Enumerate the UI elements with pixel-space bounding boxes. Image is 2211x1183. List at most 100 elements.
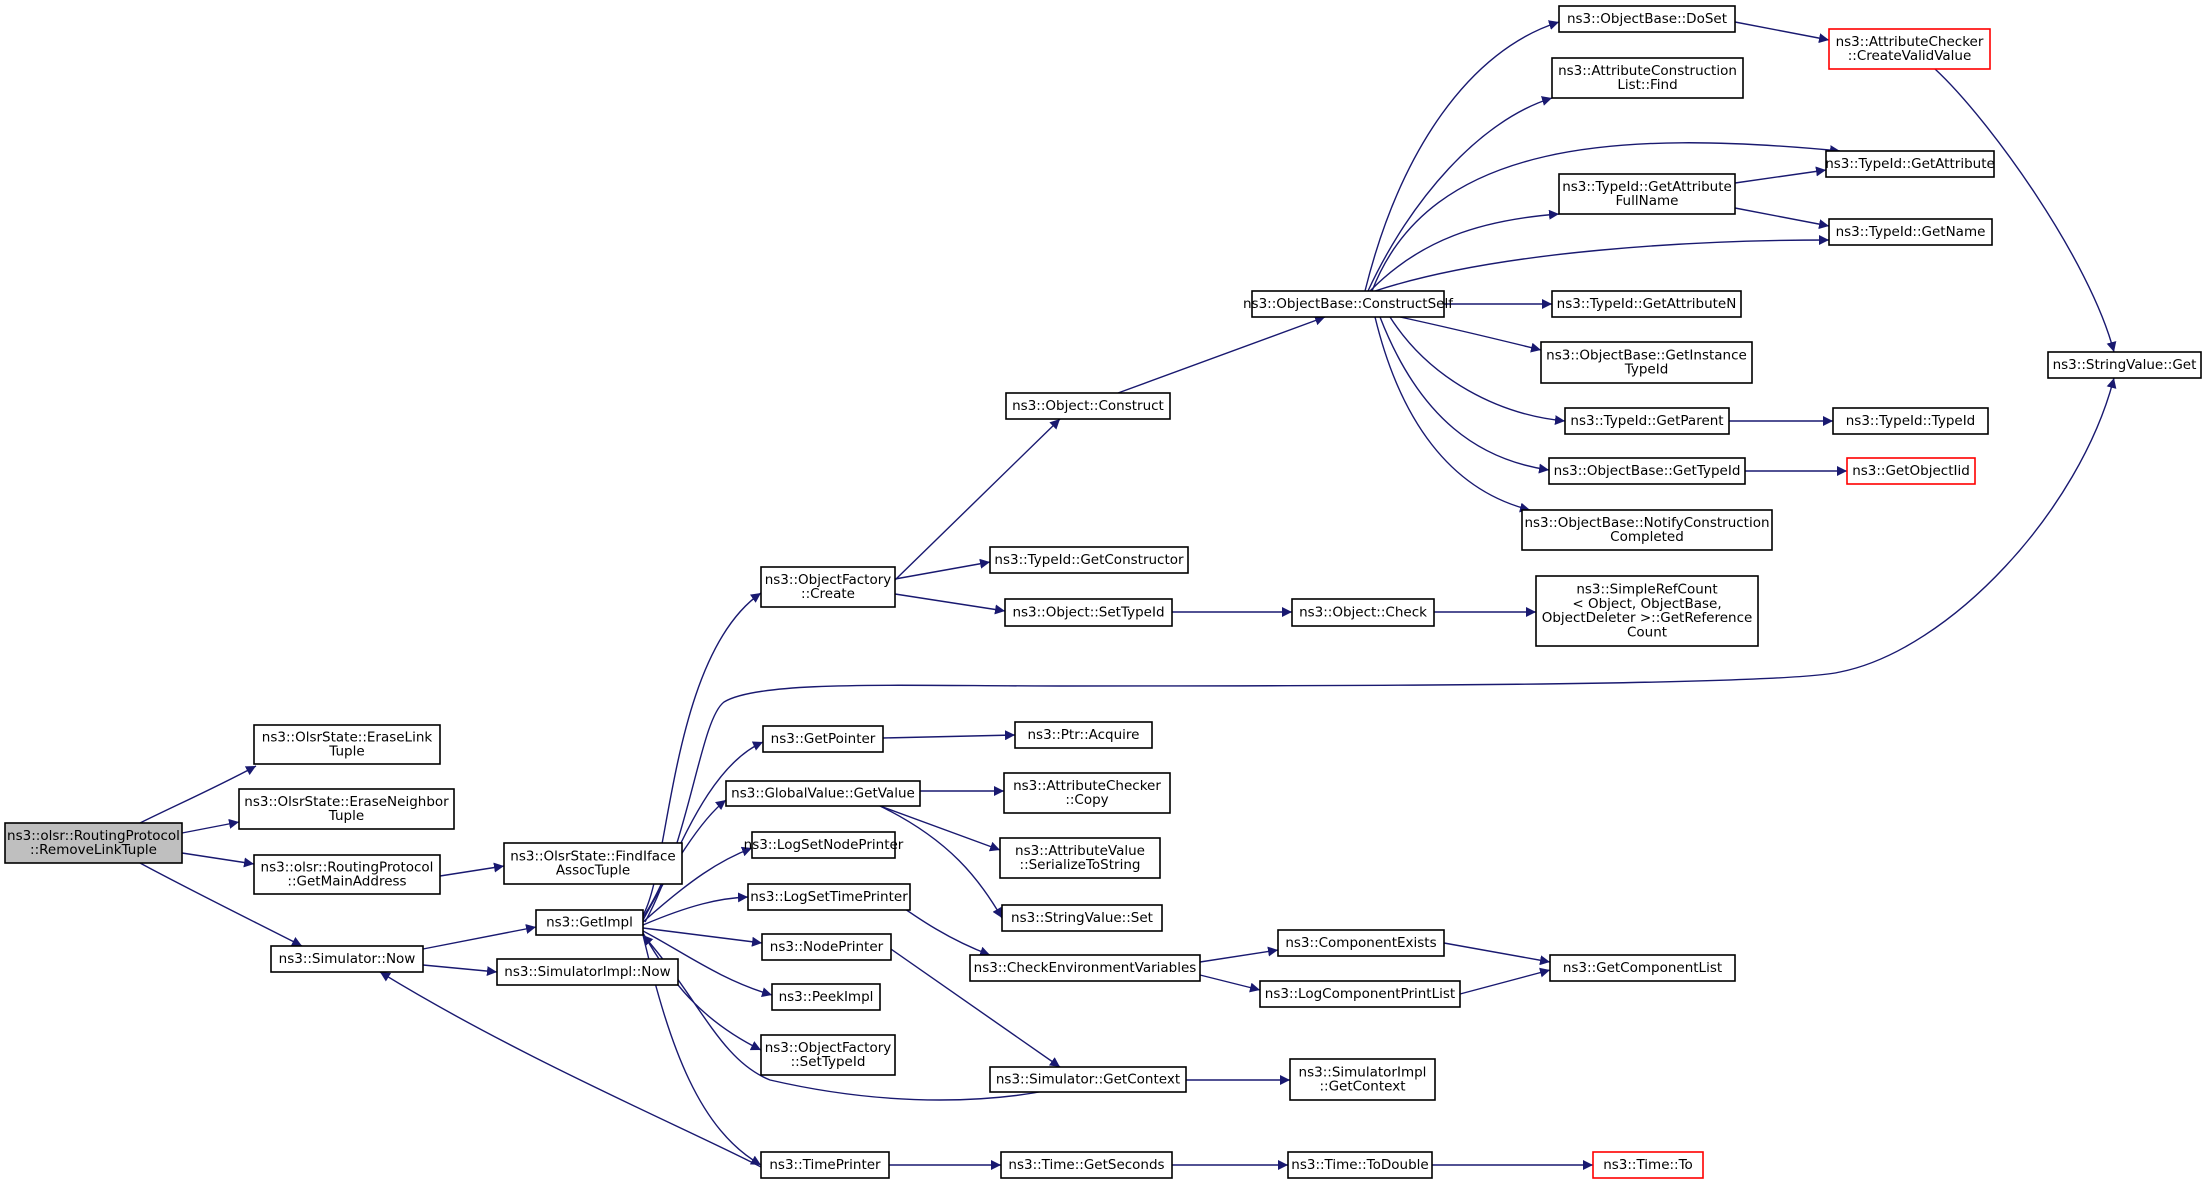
edge-path bbox=[422, 924, 537, 950]
node-label: ns3::SimpleRefCount bbox=[1576, 582, 1717, 598]
edge-path bbox=[1734, 166, 1827, 184]
node-label: ns3::olsr::RoutingProtocol bbox=[261, 859, 434, 875]
graph-node-nodePrinter[interactable]: ns3::NodePrinter bbox=[761, 933, 892, 961]
graph-node-obConstructSelf[interactable]: ns3::ObjectBase::ConstructSelf bbox=[1243, 290, 1454, 318]
graph-node-timeTo[interactable]: ns3::Time::To bbox=[1592, 1151, 1704, 1179]
edge-arrow bbox=[1371, 142, 1841, 292]
graph-node-timePrinter[interactable]: ns3::TimePrinter bbox=[760, 1151, 890, 1179]
edge-arrow bbox=[1379, 316, 1550, 474]
graph-node-getObjectIid[interactable]: ns3::GetObjectIid bbox=[1846, 457, 1976, 485]
node-box bbox=[747, 883, 911, 911]
graph-node-srcGetRef[interactable]: ns3::SimpleRefCount< Object, ObjectBase,… bbox=[1535, 575, 1759, 647]
edge-path bbox=[1199, 946, 1279, 963]
edge-arrow bbox=[139, 862, 303, 947]
graph-node-tidGetAttr[interactable]: ns3::TypeId::GetAttribute bbox=[1825, 150, 1995, 178]
node-label: Tuple bbox=[328, 744, 364, 760]
node-label: ns3::ObjectBase::ConstructSelf bbox=[1243, 296, 1454, 312]
edge-arrow bbox=[1364, 20, 1560, 292]
graph-node-timeGetSeconds[interactable]: ns3::Time::GetSeconds bbox=[1000, 1151, 1173, 1179]
node-box bbox=[1549, 954, 1736, 982]
node-label: ns3::TypeId::GetAttribute bbox=[1825, 156, 1995, 172]
graph-node-componentExists[interactable]: ns3::ComponentExists bbox=[1277, 929, 1445, 957]
edge-arrow bbox=[1199, 946, 1279, 963]
graph-node-tidGetCtor[interactable]: ns3::TypeId::GetConstructor bbox=[989, 546, 1189, 574]
graph-node-ptrAcquire[interactable]: ns3::Ptr::Acquire bbox=[1014, 721, 1153, 749]
edge-arrow bbox=[894, 593, 1006, 615]
node-label: ::RemoveLinkTuple bbox=[30, 842, 157, 858]
node-label: FullName bbox=[1616, 193, 1679, 209]
graph-node-root[interactable]: ns3::olsr::RoutingProtocol::RemoveLinkTu… bbox=[4, 822, 183, 864]
node-label: ns3::TypeId::GetAttributeN bbox=[1557, 296, 1737, 312]
graph-node-simNow[interactable]: ns3::Simulator::Now bbox=[270, 945, 424, 973]
edge-path bbox=[1399, 316, 1542, 353]
node-label: ns3::PeekImpl bbox=[779, 989, 874, 1005]
node-label: ::GetMainAddress bbox=[287, 874, 406, 890]
graph-node-checkEnv[interactable]: ns3::CheckEnvironmentVariables bbox=[969, 954, 1201, 982]
graph-node-tidGetAttrN[interactable]: ns3::TypeId::GetAttributeN bbox=[1551, 290, 1742, 318]
edge-path bbox=[642, 932, 762, 1051]
graph-node-tidGetParent[interactable]: ns3::TypeId::GetParent bbox=[1564, 407, 1730, 435]
node-label: ns3::ComponentExists bbox=[1285, 935, 1436, 951]
node-box bbox=[999, 837, 1161, 879]
graph-node-svGet[interactable]: ns3::StringValue::Get bbox=[2047, 351, 2202, 379]
graph-node-svSet[interactable]: ns3::StringValue::Set bbox=[1001, 904, 1163, 932]
node-box bbox=[760, 1151, 890, 1179]
graph-node-simGetContext[interactable]: ns3::Simulator::GetContext bbox=[989, 1066, 1187, 1093]
graph-node-logSetTime[interactable]: ns3::LogSetTimePrinter bbox=[747, 883, 911, 911]
node-label: ns3::TypeId::GetConstructor bbox=[994, 552, 1184, 568]
nodes-layer: ns3::olsr::RoutingProtocol::RemoveLinkTu… bbox=[4, 5, 2202, 1179]
graph-node-simImplNow[interactable]: ns3::SimulatorImpl::Now bbox=[496, 958, 679, 986]
graph-node-getComponentList[interactable]: ns3::GetComponentList bbox=[1549, 954, 1736, 982]
edge-path bbox=[642, 846, 753, 923]
edge-path bbox=[1734, 207, 1830, 230]
node-label: ns3::GetImpl bbox=[546, 915, 633, 931]
node-label: ns3::olsr::RoutingProtocol bbox=[7, 828, 180, 844]
edge-arrow bbox=[1459, 967, 1551, 995]
edge-path bbox=[642, 592, 762, 916]
graph-node-getMainAddress[interactable]: ns3::olsr::RoutingProtocol::GetMainAddre… bbox=[253, 854, 441, 895]
edge-path bbox=[1367, 96, 1553, 292]
graph-node-avSerialize[interactable]: ns3::AttributeValue::SerializeToString bbox=[999, 837, 1161, 879]
graph-node-gvGetValue[interactable]: ns3::GlobalValue::GetValue bbox=[725, 780, 921, 807]
edge-path bbox=[879, 805, 1003, 919]
edge-arrow bbox=[1389, 316, 1566, 426]
graph-node-timeToDouble[interactable]: ns3::Time::ToDouble bbox=[1287, 1151, 1433, 1179]
edge-arrow bbox=[1934, 68, 2117, 353]
graph-node-ofSetTypeId[interactable]: ns3::ObjectFactory::SetTypeId bbox=[760, 1034, 896, 1076]
graph-node-simImplGetContext[interactable]: ns3::SimulatorImpl::GetContext bbox=[1289, 1058, 1436, 1101]
node-label: ns3::ObjectBase::GetInstance bbox=[1546, 347, 1747, 363]
node-label: ns3::TypeId::TypeId bbox=[1846, 413, 1976, 429]
graph-node-ofCreate[interactable]: ns3::ObjectFactory::Create bbox=[760, 566, 896, 608]
graph-node-objCheck[interactable]: ns3::Object::Check bbox=[1291, 598, 1435, 627]
graph-node-logCompPrintList[interactable]: ns3::LogComponentPrintList bbox=[1259, 980, 1461, 1008]
node-box bbox=[270, 945, 424, 973]
graph-node-obDoSet[interactable]: ns3::ObjectBase::DoSet bbox=[1558, 5, 1736, 33]
edge-arrow bbox=[894, 558, 991, 580]
graph-node-logSetNode[interactable]: ns3::LogSetNodePrinter bbox=[744, 831, 904, 859]
graph-node-getPointer[interactable]: ns3::GetPointer bbox=[762, 725, 884, 753]
graph-node-tidTypeId[interactable]: ns3::TypeId::TypeId bbox=[1832, 407, 1989, 435]
edge-arrow bbox=[642, 741, 764, 918]
graph-node-acCreateValid[interactable]: ns3::AttributeChecker::CreateValidValue bbox=[1828, 28, 1991, 70]
node-label: ::Create bbox=[801, 586, 855, 602]
graph-node-getImpl[interactable]: ns3::GetImpl bbox=[535, 909, 644, 936]
edge-arrow bbox=[1734, 166, 1827, 184]
graph-node-peekImpl[interactable]: ns3::PeekImpl bbox=[771, 983, 881, 1011]
node-label: ns3::ObjectFactory bbox=[765, 572, 892, 588]
graph-node-obNotify[interactable]: ns3::ObjectBase::NotifyConstructionCompl… bbox=[1521, 509, 1773, 551]
graph-node-objConstruct[interactable]: ns3::Object::Construct bbox=[1005, 392, 1171, 420]
graph-node-objSetTypeId[interactable]: ns3::Object::SetTypeId bbox=[1004, 598, 1173, 627]
graph-node-acCopy[interactable]: ns3::AttributeChecker::Copy bbox=[1003, 772, 1171, 814]
node-box bbox=[760, 1034, 896, 1076]
edge-path bbox=[1734, 21, 1830, 44]
node-label: ns3::ObjectBase::DoSet bbox=[1567, 11, 1727, 27]
graph-node-tidGetName[interactable]: ns3::TypeId::GetName bbox=[1828, 218, 1993, 246]
graph-node-obGetTypeId[interactable]: ns3::ObjectBase::GetTypeId bbox=[1548, 457, 1746, 485]
edge-path bbox=[1364, 20, 1560, 292]
